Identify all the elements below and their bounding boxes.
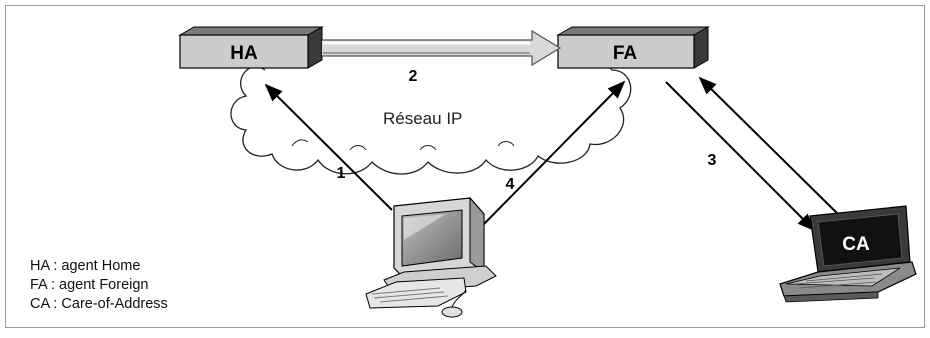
step-3-arrow-down: [665, 81, 816, 232]
home-agent-label: HA: [230, 43, 258, 64]
step-4-arrow: [481, 80, 626, 227]
legend-item-fa: FA : agent Foreign: [30, 277, 149, 293]
legend-item-ha: HA : agent Home: [30, 258, 141, 274]
ip-network-cloud: [230, 57, 632, 175]
laptop-icon: [779, 205, 917, 303]
step-3-arrow-up: [698, 76, 843, 219]
legend: HA : agent Home FA : agent Foreign CA : …: [30, 257, 168, 314]
legend-item-ca: CA : Care-of-Address: [30, 296, 168, 312]
home-agent-box: [178, 26, 324, 69]
desktop-computer-icon: [365, 196, 497, 318]
step-2-label: 2: [409, 68, 418, 85]
step-1-label: 1: [337, 165, 346, 182]
foreign-agent-box: [556, 26, 710, 69]
step-3-label: 3: [708, 152, 717, 169]
care-of-address-label: CA: [842, 234, 870, 255]
step-1-arrow: [264, 83, 393, 211]
network-label: Réseau IP: [383, 109, 462, 128]
tunnel-arrow: [322, 29, 562, 67]
foreign-agent-label: FA: [613, 43, 638, 64]
step-4-label: 4: [506, 176, 515, 193]
diagram-frame: Réseau IP HA FA 2 1 4 3: [5, 5, 925, 328]
